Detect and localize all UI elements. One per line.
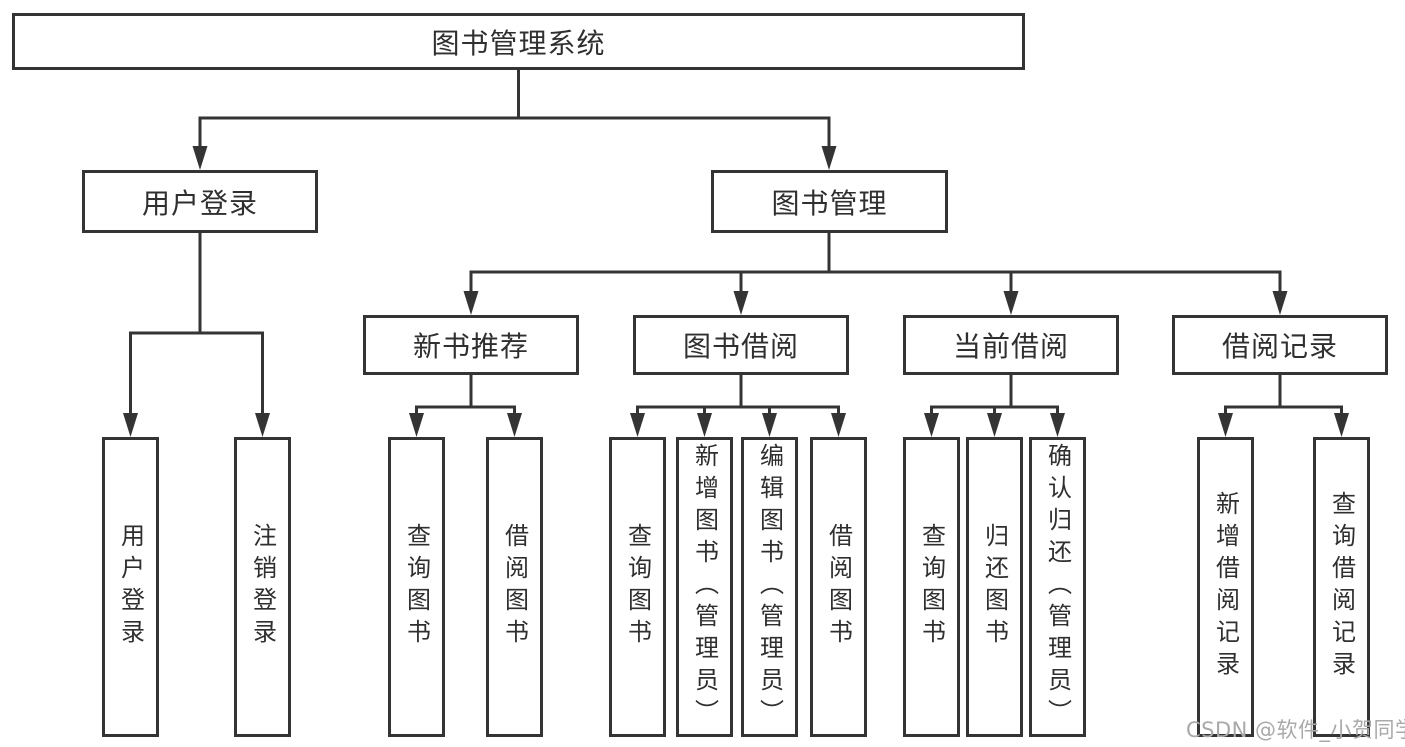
node-label: 查询图书 — [402, 523, 431, 651]
node-label: 编辑图书（管理员） — [755, 443, 784, 731]
node-query-books-current: 查询图书 — [903, 437, 960, 737]
node-label: 注销登录 — [248, 523, 277, 651]
csdn-watermark: CSDN @软件_小贺同学 — [1186, 718, 1405, 742]
node-borrow-books-recommend: 借阅图书 — [486, 437, 543, 737]
node-label: 用户登录 — [141, 186, 258, 220]
node-label: 借阅图书 — [500, 523, 529, 651]
node-label: 归还图书 — [980, 523, 1009, 651]
node-borrow-books: 借阅图书 — [810, 437, 867, 737]
node-confirm-return-admin: 确认归还（管理员） — [1029, 437, 1086, 737]
node-return-books: 归还图书 — [966, 437, 1023, 737]
node-book-management: 图书管理 — [711, 170, 948, 233]
node-query-borrow-record: 查询借阅记录 — [1313, 437, 1370, 737]
node-user-login-leaf: 用户登录 — [102, 437, 159, 737]
node-borrowing-records: 借阅记录 — [1172, 315, 1388, 375]
node-user-login: 用户登录 — [82, 170, 318, 233]
node-logout: 注销登录 — [234, 437, 291, 737]
node-query-books-recommend: 查询图书 — [388, 437, 445, 737]
node-label: 借阅图书 — [824, 523, 853, 651]
node-add-borrow-record: 新增借阅记录 — [1197, 437, 1254, 737]
node-new-book-recommendation: 新书推荐 — [363, 315, 579, 375]
node-label: 借阅记录 — [1221, 330, 1338, 363]
node-current-borrowing: 当前借阅 — [903, 315, 1119, 375]
node-query-books-borrowing: 查询图书 — [609, 437, 666, 737]
node-edit-books-admin: 编辑图书（管理员） — [741, 437, 798, 737]
node-label: 图书借阅 — [682, 330, 799, 363]
node-label: 图书管理系统 — [431, 26, 606, 60]
node-label: 查询借阅记录 — [1327, 491, 1356, 683]
node-book-management-system: 图书管理系统 — [12, 13, 1025, 70]
node-label: 确认归还（管理员） — [1043, 443, 1072, 731]
arrowheads — [123, 146, 1349, 437]
node-label: 用户登录 — [116, 523, 145, 651]
node-label: 新增借阅记录 — [1211, 491, 1240, 683]
node-label: 查询图书 — [623, 523, 652, 651]
node-label: 图书管理 — [771, 186, 888, 220]
node-label: 当前借阅 — [952, 330, 1069, 363]
node-label: 新增图书（管理员） — [690, 443, 719, 731]
node-book-borrowing: 图书借阅 — [633, 315, 849, 375]
node-label: 查询图书 — [917, 523, 946, 651]
node-add-books-admin: 新增图书（管理员） — [676, 437, 733, 737]
node-label: 新书推荐 — [412, 330, 529, 363]
